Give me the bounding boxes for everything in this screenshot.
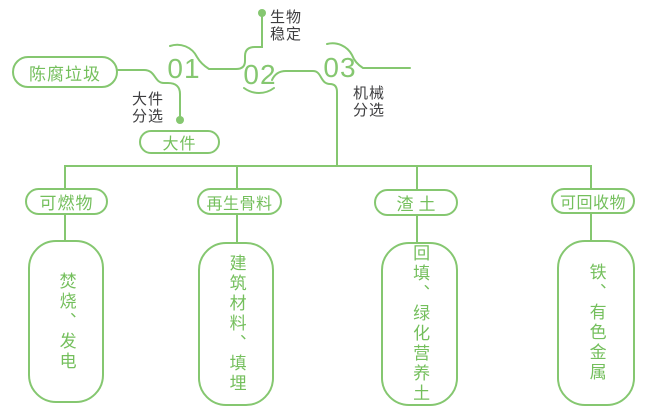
category-pill-slag-soil: 渣土 — [374, 189, 458, 216]
step1-label-line1: 大件 — [132, 91, 165, 108]
output-box-recycled-aggregate: 建筑材料、填埋 — [198, 242, 274, 406]
output-text-building-materials-landfill: 建筑材料、填埋 — [226, 254, 246, 394]
connector-step2-under-step3-to-branch — [271, 70, 338, 167]
output-box-combustibles: 焚烧、发电 — [28, 240, 104, 403]
arc-step2-bottom — [243, 87, 275, 94]
step3-label-line1: 机械 — [353, 85, 386, 102]
dot-bio-stable — [258, 9, 266, 17]
arc-step1-and-line-to-step2-dot — [169, 16, 263, 70]
output-box-recyclables: 铁、有色金属 — [557, 240, 635, 406]
step2-label-bio-stabilization: 生物 稳定 — [270, 9, 302, 43]
output-text-incineration-power: 焚烧、发电 — [56, 271, 76, 372]
root-pill-stale-waste: 陈腐垃圾 — [12, 56, 118, 88]
output-text-iron-nonferrous-metals: 铁、有色金属 — [586, 263, 606, 383]
category-pill-recycled-aggregate: 再生骨料 — [197, 188, 282, 215]
branch-trunk — [64, 165, 592, 190]
step-number-02: 02 — [243, 59, 277, 90]
step3-label-line2: 分选 — [353, 102, 386, 119]
branch-pill-to-box-stubs — [64, 213, 592, 243]
step-number-01: 01 — [167, 53, 201, 84]
step3-label-mechanical-sorting: 机械 分选 — [353, 85, 385, 119]
output-text-backfill-greening-soil: 回填、绿化营养土 — [410, 244, 430, 404]
bulky-output-pill: 大件 — [139, 130, 220, 154]
dot-bulky — [176, 116, 184, 124]
step2-label-line1: 生物 — [270, 9, 303, 26]
step1-label-line2: 分选 — [132, 108, 165, 125]
step1-label-bulky-sorting: 大件 分选 — [132, 91, 164, 125]
step2-label-line2: 稳定 — [270, 26, 303, 43]
output-box-slag-soil: 回填、绿化营养土 — [381, 242, 458, 406]
category-pill-combustibles: 可燃物 — [25, 188, 108, 215]
connector-root-under-step1-to-bulky — [117, 69, 181, 117]
category-pill-recyclables: 可回收物 — [551, 188, 635, 214]
step-number-03: 03 — [323, 52, 357, 83]
arc-step3-and-tail-line — [326, 42, 411, 69]
